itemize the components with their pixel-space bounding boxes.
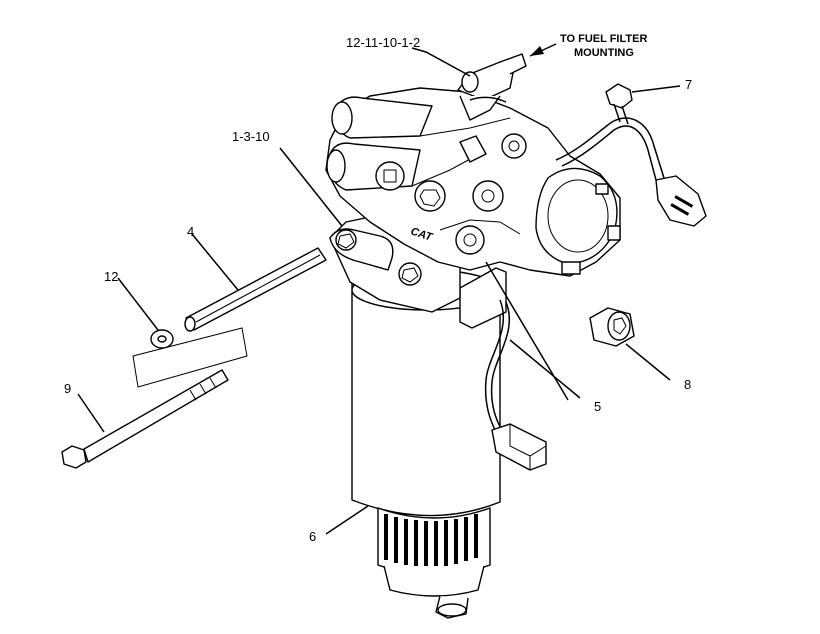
callout-8: 8 (684, 377, 691, 392)
part-5-sensor-harness (459, 267, 547, 471)
leader-lines (77, 43, 681, 535)
part-9-bolt (61, 369, 229, 469)
part-7-fuel-line (555, 83, 707, 227)
filter-head-housing (325, 53, 621, 313)
callout-5: 5 (594, 399, 601, 414)
callout-9: 9 (64, 381, 71, 396)
callout-4: 4 (187, 224, 194, 239)
part-8-plug (589, 307, 635, 347)
callout-12: 12 (104, 269, 118, 284)
callout-7: 7 (685, 77, 692, 92)
callout-fuel-filter-line2: MOUNTING (574, 47, 634, 59)
part-4-tube (184, 247, 327, 332)
callout-1-3-10: 1-3-10 (232, 129, 270, 144)
callout-6: 6 (309, 529, 316, 544)
callout-labels: 12-11-10-1-2 TO FUEL FILTER MOUNTING 7 1… (64, 33, 692, 544)
part-12-washer (132, 327, 248, 388)
callout-fuel-filter-line1: TO FUEL FILTER (560, 33, 647, 45)
callout-12-11-10-1-2: 12-11-10-1-2 (346, 35, 420, 50)
